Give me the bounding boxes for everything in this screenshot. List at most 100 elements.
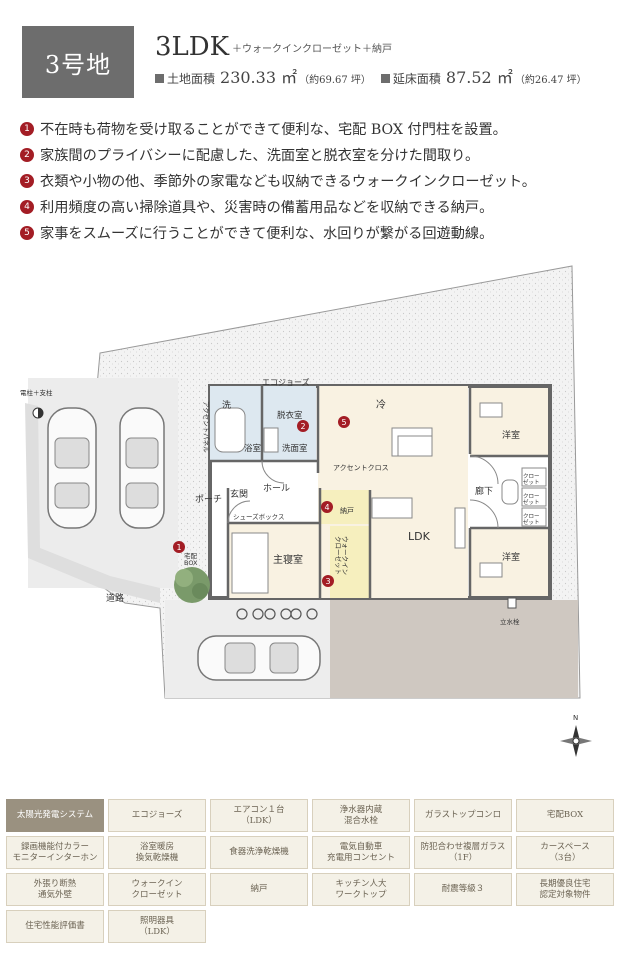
west-room2-floor	[470, 528, 548, 596]
pole-icon	[32, 407, 44, 419]
undress-room-label: 脱衣室	[277, 410, 303, 421]
feature-number-badge: 5	[20, 226, 34, 240]
door-swings	[227, 455, 499, 529]
layout-extra: ＋ウォークインクローゼット＋納戸	[232, 44, 392, 55]
lot-number-badge: 3号地	[22, 26, 134, 98]
car-front	[197, 635, 321, 681]
equipment-item: 外張り断熱 通気外壁	[6, 873, 104, 906]
equipment-item: 照明器具 （LDK）	[108, 910, 206, 943]
land-area-value: 230.33 ㎡	[220, 68, 298, 87]
feature-item: 5 家事をスムーズに行うことができて便利な、水回りが繋がる回遊動線。	[20, 220, 536, 246]
layout-type: 3LDK	[155, 32, 230, 62]
floor-area-label: 延床面積	[392, 72, 441, 86]
wash-label: 洗	[222, 399, 231, 411]
sofa	[371, 497, 413, 519]
equipment-item: ウォークイン クローゼット	[108, 873, 206, 906]
equipment-item: 浄水器内蔵 混合水栓	[312, 799, 410, 832]
porch-label: ポーチ	[195, 494, 222, 505]
bathtub	[214, 407, 246, 453]
equipment-item: 住宅性能評価書	[6, 910, 104, 943]
equipment-item: 防犯合わせ複層ガラス （1F）	[414, 836, 512, 869]
floor-plan: エコジョーズ 洗 脱衣室 浴室 洗面室 冷 アクセントクロス アクセントパネル …	[20, 265, 592, 757]
water-tap-icon	[507, 597, 517, 609]
bed	[231, 532, 269, 594]
floor-area-tsubo: （約26.47 坪）	[514, 75, 587, 86]
master-bedroom-label: 主寝室	[273, 553, 303, 566]
equipment-grid: 太陽光発電システム エコジョーズ エアコン１台 （LDK） 浄水器内蔵 混合水栓…	[6, 799, 614, 943]
wic-floor	[330, 526, 370, 598]
garden-tree	[174, 567, 210, 603]
feature-number-badge: 3	[20, 174, 34, 188]
shoes-box-label: シューズボックス	[233, 512, 284, 521]
plan-marker-1-label: 1	[176, 543, 181, 552]
closet1-label: クローゼット	[523, 473, 540, 486]
bicycles	[236, 608, 318, 620]
desk-room2	[479, 562, 503, 578]
plan-marker-1	[173, 541, 185, 553]
equipment-item: カースペース （3台）	[516, 836, 614, 869]
equipment-item: キッチン人大 ワークトップ	[312, 873, 410, 906]
washroom-label: 洗面室	[282, 443, 308, 454]
hall-label: ホール	[263, 483, 290, 494]
equipment-item: 浴室暖房 換気乾燥機	[108, 836, 206, 869]
square-bullet-icon	[380, 74, 390, 83]
feature-number-badge: 4	[20, 200, 34, 214]
walk-in-closet-label: ウォークインクローゼット	[334, 536, 349, 575]
feature-text: 家事をスムーズに行うことができて便利な、水回りが繋がる回遊動線。	[40, 226, 494, 242]
floor-area-value: 87.52 ㎡	[445, 68, 513, 87]
toilet	[501, 479, 519, 505]
accent-panel-label: アクセントパネル	[202, 401, 210, 453]
water-tap-label: 立水栓	[500, 617, 520, 626]
dining-table	[397, 435, 433, 457]
car-side-2	[119, 407, 165, 529]
closet1-box	[521, 467, 547, 487]
road-label: 道路	[106, 592, 124, 604]
plan-marker-5-label: 5	[341, 418, 346, 427]
desk-room1	[479, 402, 503, 418]
plan-marker-5	[338, 416, 350, 428]
equipment-item: 長期優良住宅 認定対象物件	[516, 873, 614, 906]
corridor-label: 廊下	[475, 485, 493, 497]
storage-label: 納戸	[340, 506, 354, 515]
closet3-label: クローゼット	[523, 513, 540, 526]
equipment-item: エコジョーズ	[108, 799, 206, 832]
square-bullet-icon	[155, 74, 164, 83]
north-label: N	[573, 714, 578, 722]
plan-marker-2-label: 2	[300, 422, 305, 431]
closet2-box	[521, 487, 547, 507]
plan-marker-4-label: 4	[324, 503, 329, 512]
closet2-label: クローゼット	[523, 493, 540, 506]
western-room2-label: 洋室	[502, 551, 520, 563]
equipment-item: 太陽光発電システム	[6, 799, 104, 832]
garden-lawn	[330, 600, 578, 698]
ldk-label: LDK	[408, 530, 431, 543]
land-area-label: 土地面積	[167, 72, 216, 86]
equipment-item: 食器洗浄乾燥機	[210, 836, 308, 869]
plan-marker-4	[321, 501, 333, 513]
pole-label: 電柱＋支柱	[20, 388, 53, 397]
interior-walls	[210, 386, 548, 598]
equipment-item: 宅配BOX	[516, 799, 614, 832]
west-room1-floor	[470, 388, 548, 456]
compass-icon	[560, 725, 592, 757]
accent-cross-label: アクセントクロス	[333, 464, 389, 472]
land-area-tsubo: （約69.67 坪）	[299, 75, 371, 86]
entrance-label: 玄関	[230, 488, 248, 500]
bath-label: 浴室	[244, 443, 262, 454]
equipment-item: ガラストップコンロ	[414, 799, 512, 832]
equipment-item: 耐震等級３	[414, 873, 512, 906]
feature-text: 不在時も荷物を受け取ることができて便利な、宅配 BOX 付門柱を設置。	[40, 122, 507, 138]
feature-number-badge: 2	[20, 148, 34, 162]
washbasin	[263, 427, 279, 453]
equipment-item: エアコン１台 （LDK）	[210, 799, 308, 832]
car-side-1	[47, 407, 97, 529]
equipment-item: 電気自動車 充電用コンセント	[312, 836, 410, 869]
area-info: 土地面積 230.33 ㎡ （約69.67 坪） 延床面積 87.52 ㎡ （約…	[155, 64, 597, 88]
equipment-item: 録画機能付カラー モニターインターホン	[6, 836, 104, 869]
